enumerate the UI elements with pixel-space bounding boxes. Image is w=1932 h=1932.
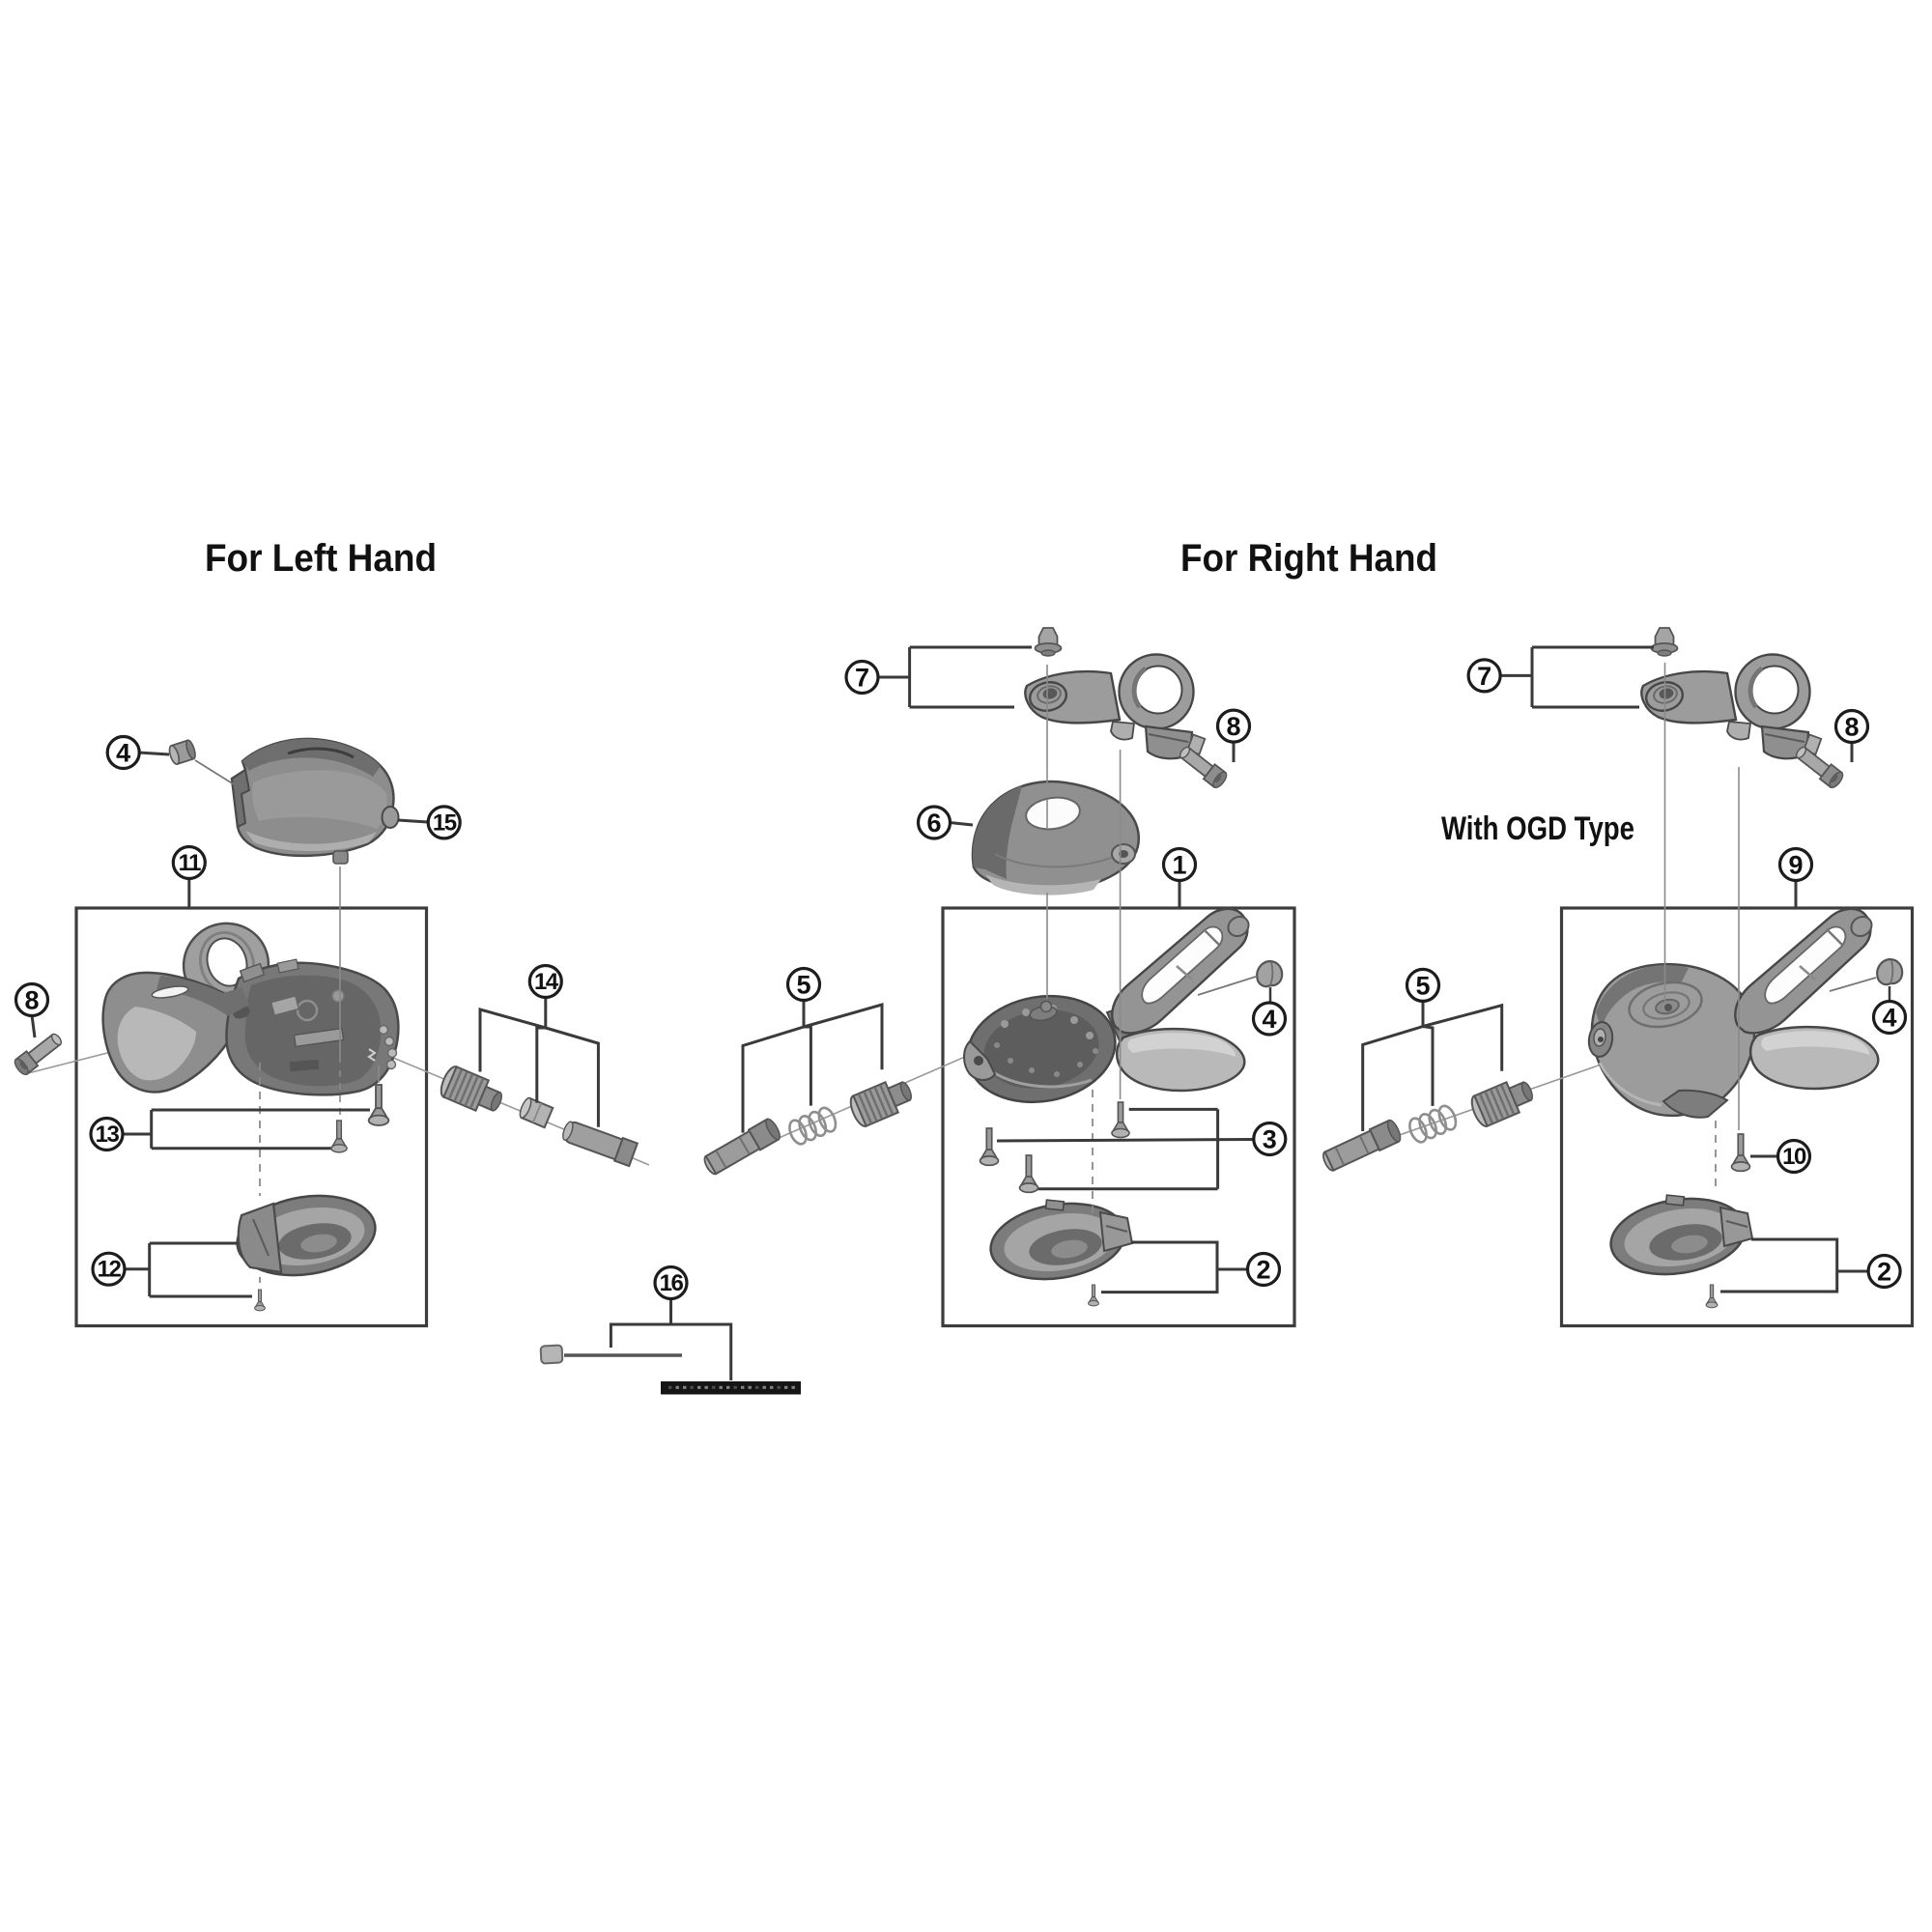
svg-text:8: 8	[1226, 712, 1240, 741]
svg-text:14: 14	[534, 969, 559, 995]
svg-text:12: 12	[98, 1257, 122, 1283]
svg-text:6: 6	[926, 809, 941, 838]
svg-text:For Right Hand: For Right Hand	[1180, 537, 1437, 580]
svg-text:8: 8	[1844, 713, 1859, 742]
svg-text:4: 4	[1882, 1004, 1896, 1033]
svg-text:7: 7	[1477, 662, 1492, 691]
svg-text:1: 1	[1172, 851, 1186, 880]
svg-text:For Left Hand: For Left Hand	[205, 537, 437, 580]
svg-text:5: 5	[796, 971, 810, 1000]
svg-text:4: 4	[1262, 1005, 1276, 1034]
svg-text:9: 9	[1788, 851, 1803, 880]
svg-text:5: 5	[1415, 971, 1430, 1000]
svg-text:With OGD Type: With OGD Type	[1441, 810, 1634, 847]
svg-text:3: 3	[1263, 1125, 1277, 1154]
svg-text:4: 4	[116, 739, 130, 768]
svg-text:10: 10	[1782, 1144, 1806, 1170]
svg-text:2: 2	[1877, 1258, 1891, 1287]
svg-text:8: 8	[24, 986, 39, 1015]
svg-text:11: 11	[179, 850, 202, 876]
svg-text:13: 13	[96, 1122, 120, 1148]
svg-text:16: 16	[660, 1270, 684, 1296]
svg-text:7: 7	[855, 664, 869, 693]
svg-text:15: 15	[433, 810, 457, 836]
svg-text:2: 2	[1256, 1256, 1270, 1285]
